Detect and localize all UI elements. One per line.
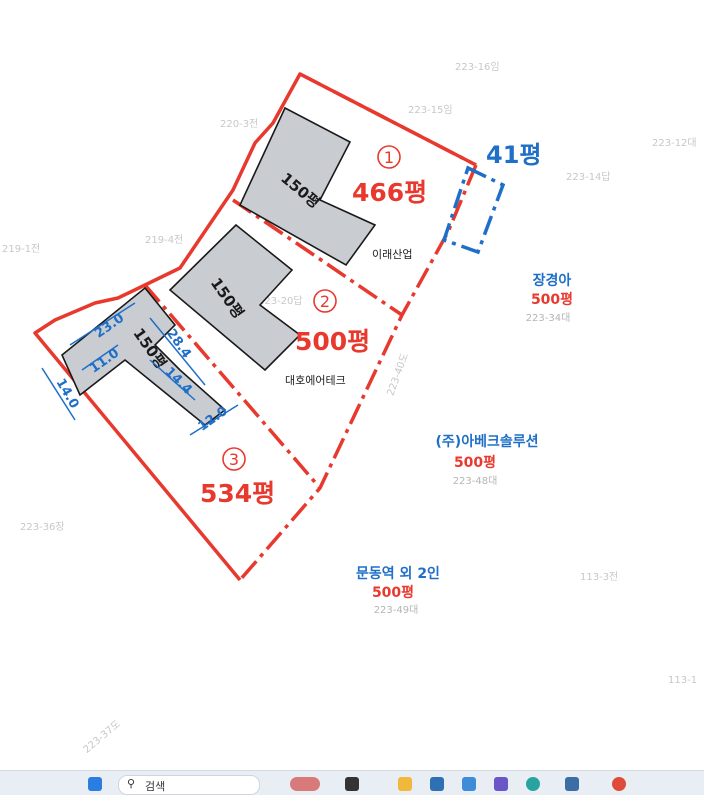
bg-lot-label: 223-12대 — [652, 137, 697, 149]
chrome-icon[interactable] — [612, 777, 626, 791]
neighbor-name: (주)아베크솔루션 — [436, 433, 539, 450]
file-explorer-icon[interactable] — [398, 777, 412, 791]
dimension-line — [149, 359, 196, 401]
bg-lot-label: 223-37도 — [82, 719, 123, 756]
dimension-label: 28.4 — [163, 326, 194, 361]
bg-lot-label: 113-3전 — [580, 571, 618, 583]
bg-lot-label: 223-36장 — [20, 521, 65, 533]
dimension-line — [149, 317, 206, 386]
bg-lot-label: 223-16임 — [455, 60, 500, 73]
search-icon: ⚲ — [127, 777, 136, 790]
app-icon[interactable] — [430, 777, 444, 791]
bg-lot-label: 223-40도 — [385, 352, 411, 398]
widget-icon[interactable] — [290, 777, 320, 791]
neighbor-area: 500평 — [531, 291, 573, 308]
neighbor-area: 500평 — [372, 584, 414, 601]
company-label: 이래산업 — [372, 248, 412, 261]
bg-lot-label: 219-1전 — [2, 243, 40, 255]
parcel-number-circle — [313, 289, 337, 313]
dimension-line — [189, 404, 239, 436]
neighbor-area: 500평 — [454, 454, 496, 471]
building-parcel-2 — [168, 223, 302, 372]
neighbor-name: 장경아 — [533, 272, 572, 289]
start-icon[interactable] — [88, 777, 102, 791]
app-icon[interactable] — [494, 777, 508, 791]
search-box[interactable]: ⚲ 검색 — [118, 775, 260, 795]
windows-taskbar: ⚲ 검색 — [0, 770, 704, 795]
parcel-area: 466평 — [352, 178, 427, 207]
divider-parcel-1-2 — [232, 198, 403, 317]
bg-lot-label: 223-15임 — [408, 103, 453, 116]
parcel-number: 3 — [229, 450, 239, 469]
parcel-number-circle — [377, 145, 401, 169]
neighbor-lot: 223-48대 — [453, 475, 498, 487]
parcel-area: 534평 — [200, 479, 275, 508]
parcel-number: 1 — [384, 148, 394, 167]
bg-lot-label: 219-4전 — [145, 234, 183, 246]
parcel-number: 2 — [320, 292, 330, 311]
dimension-line — [41, 367, 76, 421]
blue-parcel-area: 41평 — [486, 141, 541, 169]
edge-icon[interactable] — [526, 777, 540, 791]
company-label: 대호에어테크 — [285, 374, 346, 387]
dimension-line — [81, 344, 119, 371]
store-icon[interactable] — [565, 777, 579, 791]
search-label: 검색 — [145, 780, 166, 793]
bg-lot-label: 220-3전 — [220, 118, 258, 130]
neighbor-lot: 223-34대 — [526, 312, 571, 324]
app-icon[interactable] — [462, 777, 476, 791]
building-parcel-1 — [238, 106, 377, 267]
dimension-line — [69, 302, 136, 346]
bg-lot-label: 223-14답 — [566, 171, 611, 183]
neighbor-lot: 223-49대 — [374, 604, 419, 616]
site-plan-map: 223-16임 223-15임 220-3전 223-12대 223-14답 2… — [2, 60, 697, 756]
parcel-number-circle — [222, 447, 246, 471]
site-boundary-west — [33, 72, 477, 582]
blue-parcel — [441, 165, 506, 255]
neighbor-name: 문동역 외 2인 — [356, 565, 440, 582]
divider-parcel-2-3 — [143, 283, 322, 490]
bg-lot-label: 113-1 — [668, 675, 697, 686]
parcel-area: 500평 — [295, 327, 370, 356]
task-view-icon[interactable] — [345, 777, 359, 791]
site-boundary-top — [299, 72, 477, 167]
bg-lot-label: 223-20답 — [258, 295, 303, 307]
